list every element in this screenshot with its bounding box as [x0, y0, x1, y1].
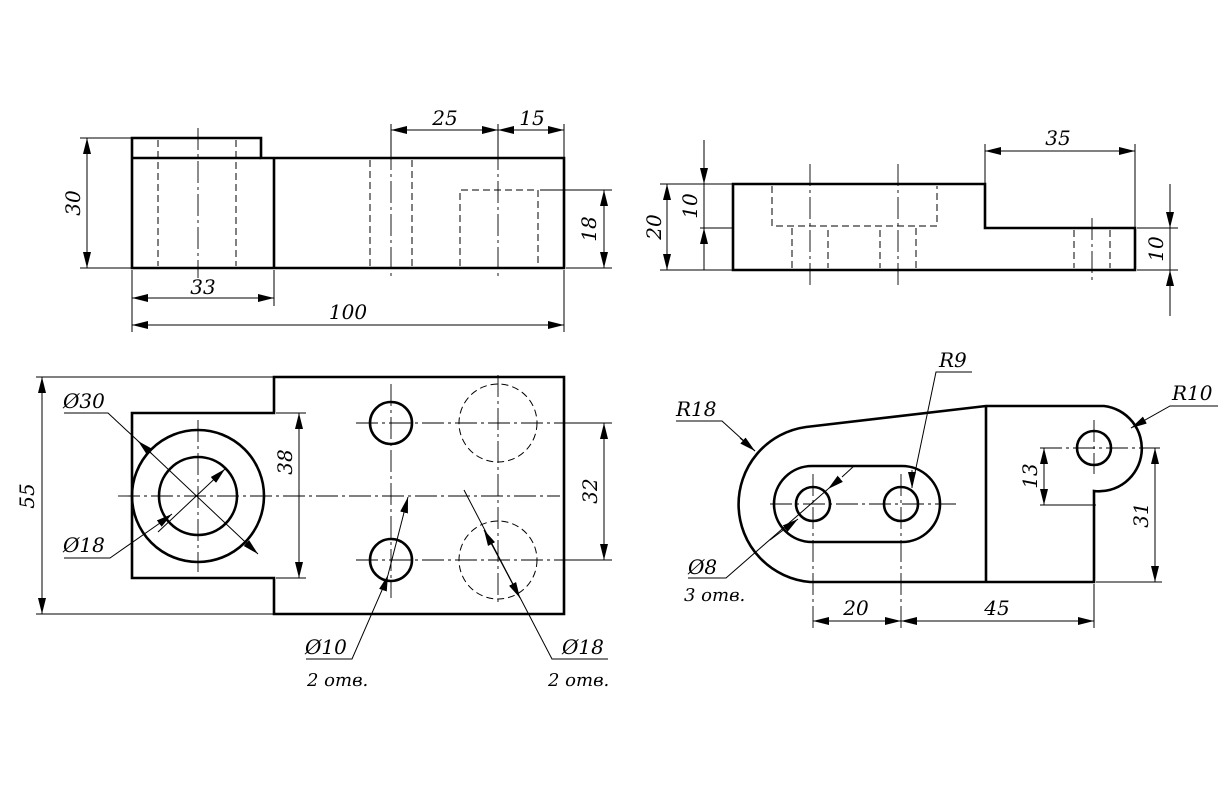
dim-dia18-left: Ø18 — [62, 533, 105, 557]
dim-dia8: Ø8 — [687, 555, 717, 579]
top-view: 55 38 32 Ø30 Ø18 Ø10 2 отв. Ø18 2 отв. — [15, 375, 612, 691]
dim-35: 35 — [1045, 126, 1070, 150]
dim-38: 38 — [273, 449, 297, 474]
dim-18: 18 — [577, 216, 601, 241]
aux-view: R18 R9 R10 Ø8 3 отв. 13 31 20 45 — [675, 348, 1218, 628]
dim-33: 33 — [190, 275, 215, 299]
note-2-holes-a: 2 отв. — [306, 670, 368, 691]
dim-10-left: 10 — [678, 193, 702, 219]
dim-10-right: 10 — [1144, 236, 1168, 262]
dim-dia30: Ø30 — [62, 389, 105, 413]
dim-30: 30 — [61, 190, 85, 216]
dim-32: 32 — [578, 478, 602, 503]
dim-r18: R18 — [675, 397, 717, 421]
dim-15: 15 — [519, 106, 544, 130]
dim-dia18-right: Ø18 — [561, 635, 604, 659]
dim-dia10: Ø10 — [304, 635, 347, 659]
dim-25: 25 — [431, 106, 457, 130]
note-2-holes-b: 2 отв. — [547, 670, 609, 691]
side-view: 35 20 10 10 — [642, 126, 1178, 316]
dim-r9: R9 — [938, 348, 967, 372]
dim-55: 55 — [15, 483, 39, 508]
dim-13: 13 — [1018, 463, 1042, 488]
dim-r10: R10 — [1171, 381, 1213, 405]
note-3-holes: 3 отв. — [684, 585, 745, 606]
dim-100: 100 — [329, 300, 367, 324]
dim-20-bottom: 20 — [842, 596, 869, 620]
dim-20: 20 — [642, 214, 666, 241]
dim-45: 45 — [983, 596, 1009, 620]
front-view: 30 33 100 25 15 18 — [61, 106, 612, 332]
dim-31: 31 — [1129, 502, 1153, 527]
